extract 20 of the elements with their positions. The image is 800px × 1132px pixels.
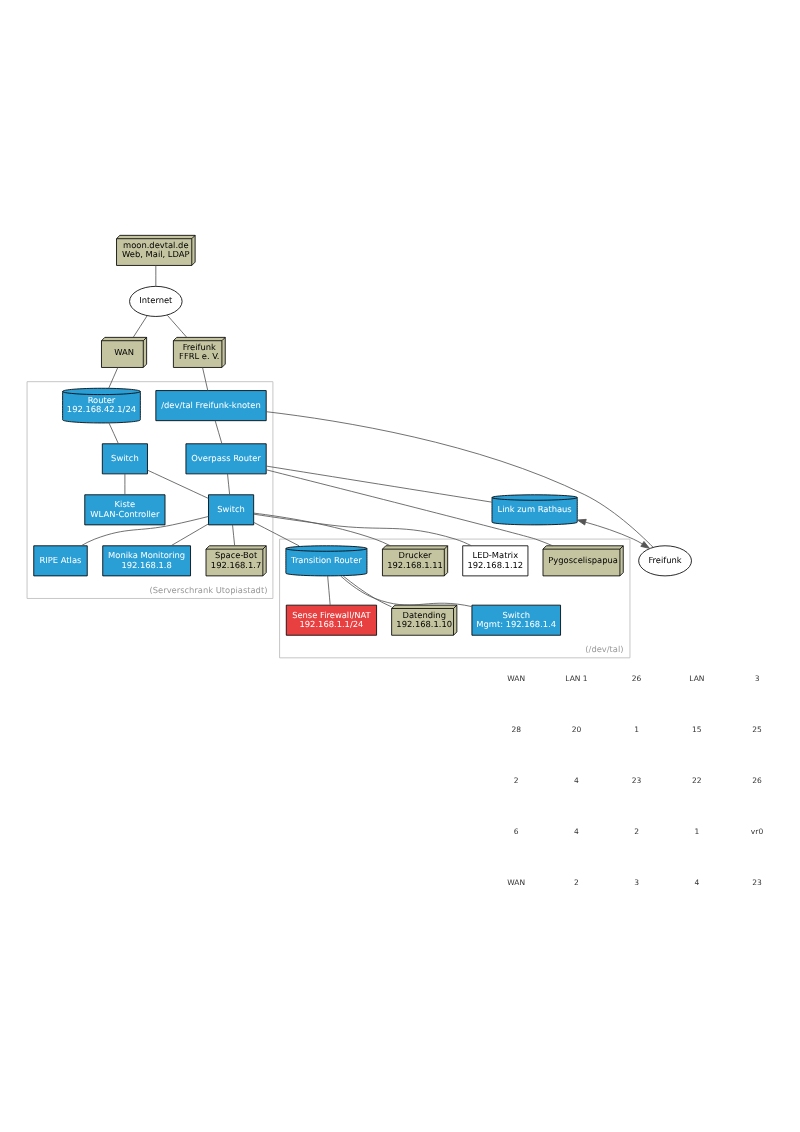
connector — [342, 574, 392, 607]
connector — [108, 366, 119, 388]
connector — [202, 366, 209, 390]
connector — [108, 421, 119, 443]
connector — [80, 515, 209, 546]
connector — [253, 511, 391, 546]
connector — [166, 313, 187, 337]
connector — [265, 468, 554, 546]
connector — [253, 520, 300, 546]
connector — [147, 468, 209, 498]
connector — [232, 523, 236, 545]
connector — [227, 472, 231, 494]
connector — [155, 264, 157, 286]
connector — [124, 472, 126, 494]
connector — [133, 314, 148, 337]
connector — [266, 464, 493, 502]
connector — [170, 522, 209, 546]
connector — [253, 512, 472, 546]
connector — [327, 574, 331, 605]
connector — [214, 419, 223, 444]
